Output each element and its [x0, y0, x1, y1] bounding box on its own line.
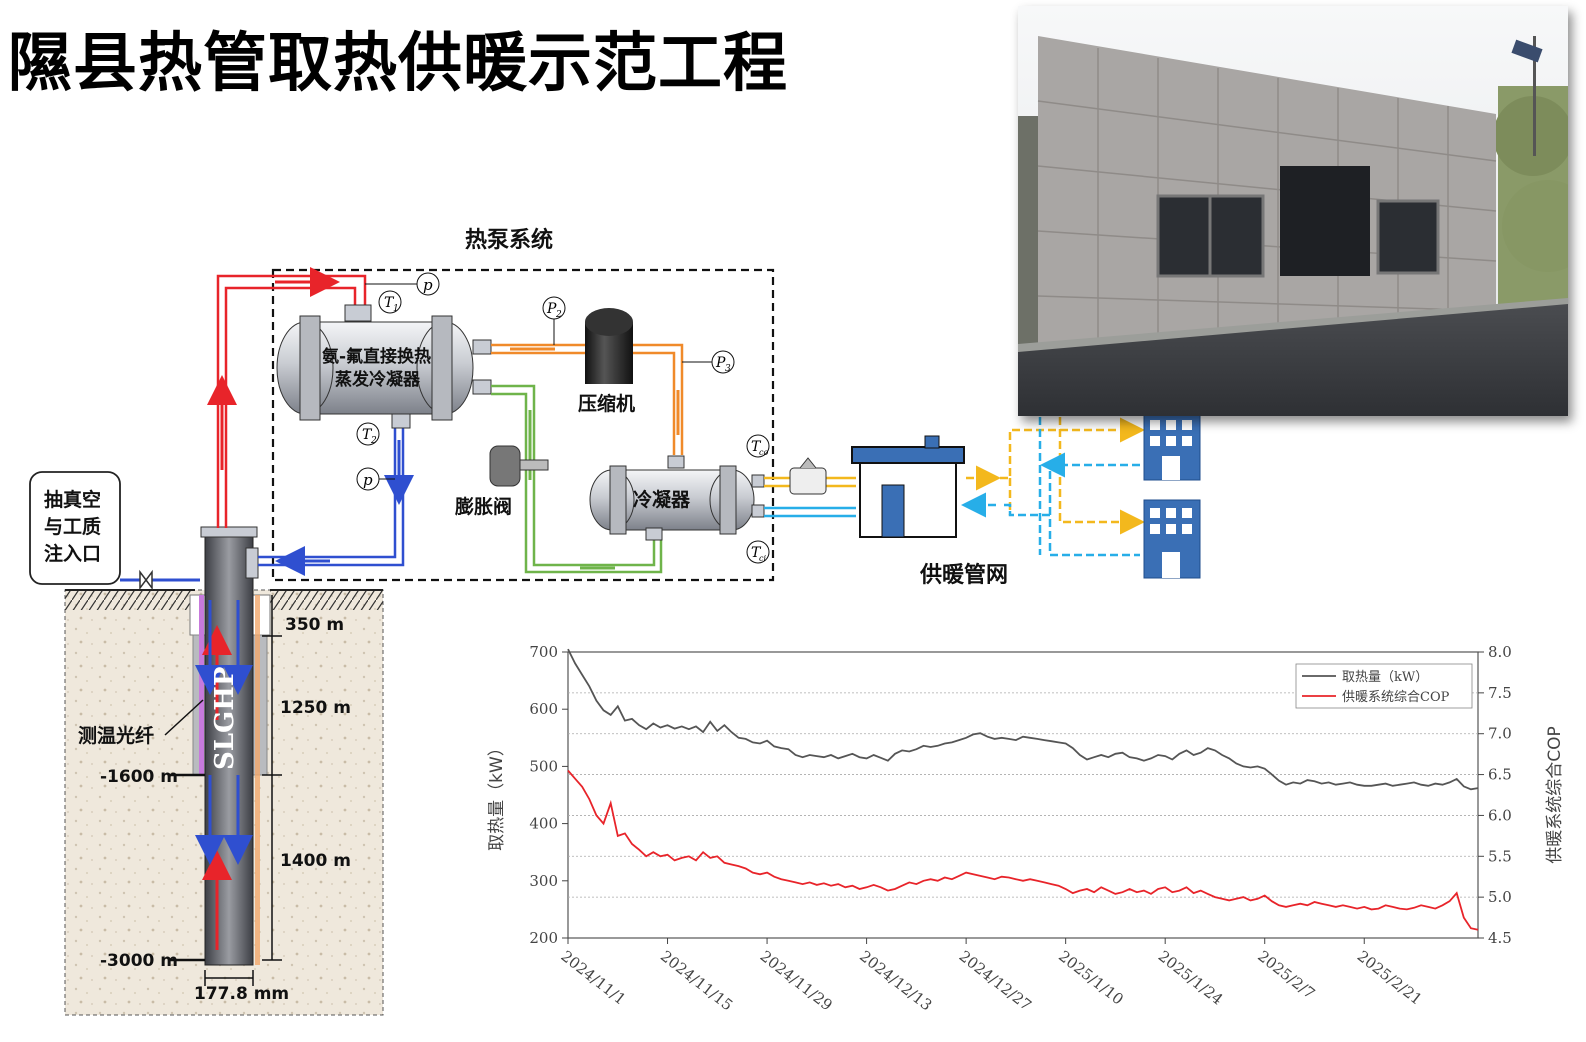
fiber-line: [199, 595, 204, 775]
chart-legend-label: 取热量（kW）: [1342, 670, 1428, 685]
chart-ylabel-left: 取热量（kW）: [487, 739, 507, 851]
vacuum-inlet-line1: 抽真空: [44, 488, 101, 511]
svg-text:co: co: [759, 448, 768, 457]
photo-illustration: [1018, 6, 1568, 416]
chart-right-tick-label: 8.0: [1488, 643, 1512, 661]
chart-left-tick-label: 500: [529, 757, 558, 775]
pipe-flange: [200, 526, 258, 538]
condenser-label: 冷凝器: [633, 488, 691, 511]
svg-text:T: T: [751, 545, 762, 561]
page-title: 隰县热管取热供暖示范工程: [8, 27, 788, 101]
building-1: [1143, 411, 1201, 481]
svg-text:T: T: [384, 295, 395, 311]
evaporator: 氨-氟直接换热 蒸发冷凝器: [276, 304, 492, 429]
pressure-sensor-p3: [711, 350, 735, 374]
ground-hatch-left: [65, 590, 195, 610]
chart-legend-box: [1295, 663, 1473, 709]
heating-station: 供暖管网: [851, 435, 1008, 588]
chart-left-tick-label: 300: [529, 872, 558, 890]
chart-right-tick-label: 5.5: [1488, 847, 1512, 865]
sensors: p T 1 T 2 p P 2 P 3 T co T ci: [356, 272, 770, 564]
insulation-line: [255, 595, 260, 965]
heat-pump-title: 热泵系统: [465, 227, 553, 253]
liquid-pipe: [491, 384, 656, 567]
svg-text:P: P: [546, 301, 557, 317]
heat-pump-boundary: [271, 268, 775, 582]
chart-ylabel-right: 供暖系统综合COP: [1545, 726, 1565, 864]
condenser: 冷凝器: [589, 455, 765, 541]
depth-dimension-lines: [168, 595, 282, 986]
depth-1250: 1250 m: [280, 698, 351, 718]
chart-right-tick-label: 6.0: [1488, 806, 1512, 824]
chart-left-tick-label: 400: [529, 815, 558, 833]
chart-x-tick-label: 2024/11/1: [558, 947, 630, 1009]
pressure-sensor-top: [416, 272, 440, 296]
cold-pipe: [258, 425, 405, 567]
chart-x-tick-label: 2025/2/7: [1254, 947, 1318, 1003]
temp-sensor-t2: [356, 422, 380, 446]
building-photo: [1018, 6, 1568, 416]
chart-right-tick-label: 5.0: [1488, 888, 1512, 906]
pipe-diameter: 177.8 mm: [194, 984, 289, 1004]
chart-x-tick-label: 2024/11/29: [757, 947, 836, 1014]
temp-sensor-tci: [746, 540, 770, 564]
svg-text:3: 3: [725, 364, 731, 374]
ground-well-section: SLGHP 350 m 1250 m -1600 m 1400 m -3000 …: [29, 471, 384, 1016]
depth-1400: 1400 m: [280, 851, 351, 871]
compressor: 压缩机: [578, 308, 635, 415]
chart-x-tick-label: 2025/2/21: [1354, 947, 1426, 1009]
pressure-sensor-bottom: [356, 467, 380, 491]
chart-x-tick-label: 2025/1/10: [1055, 947, 1127, 1009]
compressor-label: 压缩机: [578, 392, 635, 415]
depth-350: 350 m: [285, 615, 344, 635]
chart-legend-label: 供暖系统综合COP: [1342, 690, 1450, 705]
chart-right-tick-label: 4.5: [1488, 929, 1512, 947]
vacuum-inlet-box: [29, 471, 121, 585]
evaporator-label-1: 氨-氟直接换热: [322, 346, 431, 367]
svg-text:p: p: [423, 276, 433, 294]
inlet-valve-icon: [139, 569, 153, 591]
chart-series-line: [567, 769, 1479, 931]
evaporator-label-2: 蒸发冷凝器: [335, 369, 421, 390]
fiber-label: 测温光纤: [78, 724, 154, 747]
depth-1600: -1600 m: [100, 767, 178, 787]
svg-text:ci: ci: [759, 554, 766, 563]
distribution-network: [961, 405, 1145, 557]
temp-sensor-t1: [378, 290, 402, 314]
svg-text:T: T: [751, 439, 762, 455]
building-2: [1143, 499, 1201, 579]
chart-right-tick-label: 6.5: [1488, 766, 1512, 784]
svg-text:p: p: [363, 471, 373, 489]
hot-pipe: [224, 286, 357, 528]
expansion-valve-label: 膨胀阀: [454, 495, 512, 518]
depth-3000: -3000 m: [100, 951, 178, 971]
heat-cop-chart: 4.5 5.0 5.5 6.0 6.5 7.0 7.5 8.0 200 300 400 500 600 7…: [487, 643, 1565, 1014]
temp-sensor-tco: [746, 434, 770, 458]
svg-text:1: 1: [393, 304, 399, 314]
chart-right-tick-label: 7.5: [1488, 684, 1512, 702]
heating-network-label: 供暖管网: [919, 562, 1008, 588]
pressure-sensor-p2: [542, 296, 566, 320]
chart-left-tick-label: 200: [529, 929, 558, 947]
ground-hatch-right: [270, 590, 383, 610]
chart-right-tick-label: 7.0: [1488, 725, 1512, 743]
svg-text:T: T: [362, 427, 373, 443]
vacuum-inlet-line3: 注入口: [44, 542, 101, 565]
chart-series-line: [567, 648, 1479, 791]
expansion-valve: 膨胀阀: [454, 445, 549, 518]
circulation-pump-icon: [789, 467, 827, 495]
slghp-pipe: [204, 534, 254, 966]
chart-left-tick-label: 700: [529, 643, 558, 661]
vacuum-inlet-line2: 与工质: [44, 516, 101, 538]
chart-x-tick-label: 2024/12/13: [856, 947, 935, 1014]
chart-x-tick-label: 2024/12/27: [956, 947, 1035, 1014]
svg-text:2: 2: [370, 436, 377, 446]
chart-left-tick-label: 600: [529, 700, 558, 718]
svg-text:2: 2: [555, 310, 562, 320]
chart-x-tick-label: 2024/11/15: [657, 947, 736, 1014]
svg-text:P: P: [715, 355, 726, 371]
pipe-label: SLGHP: [210, 667, 240, 770]
chart-x-tick-label: 2025/1/24: [1155, 947, 1227, 1009]
